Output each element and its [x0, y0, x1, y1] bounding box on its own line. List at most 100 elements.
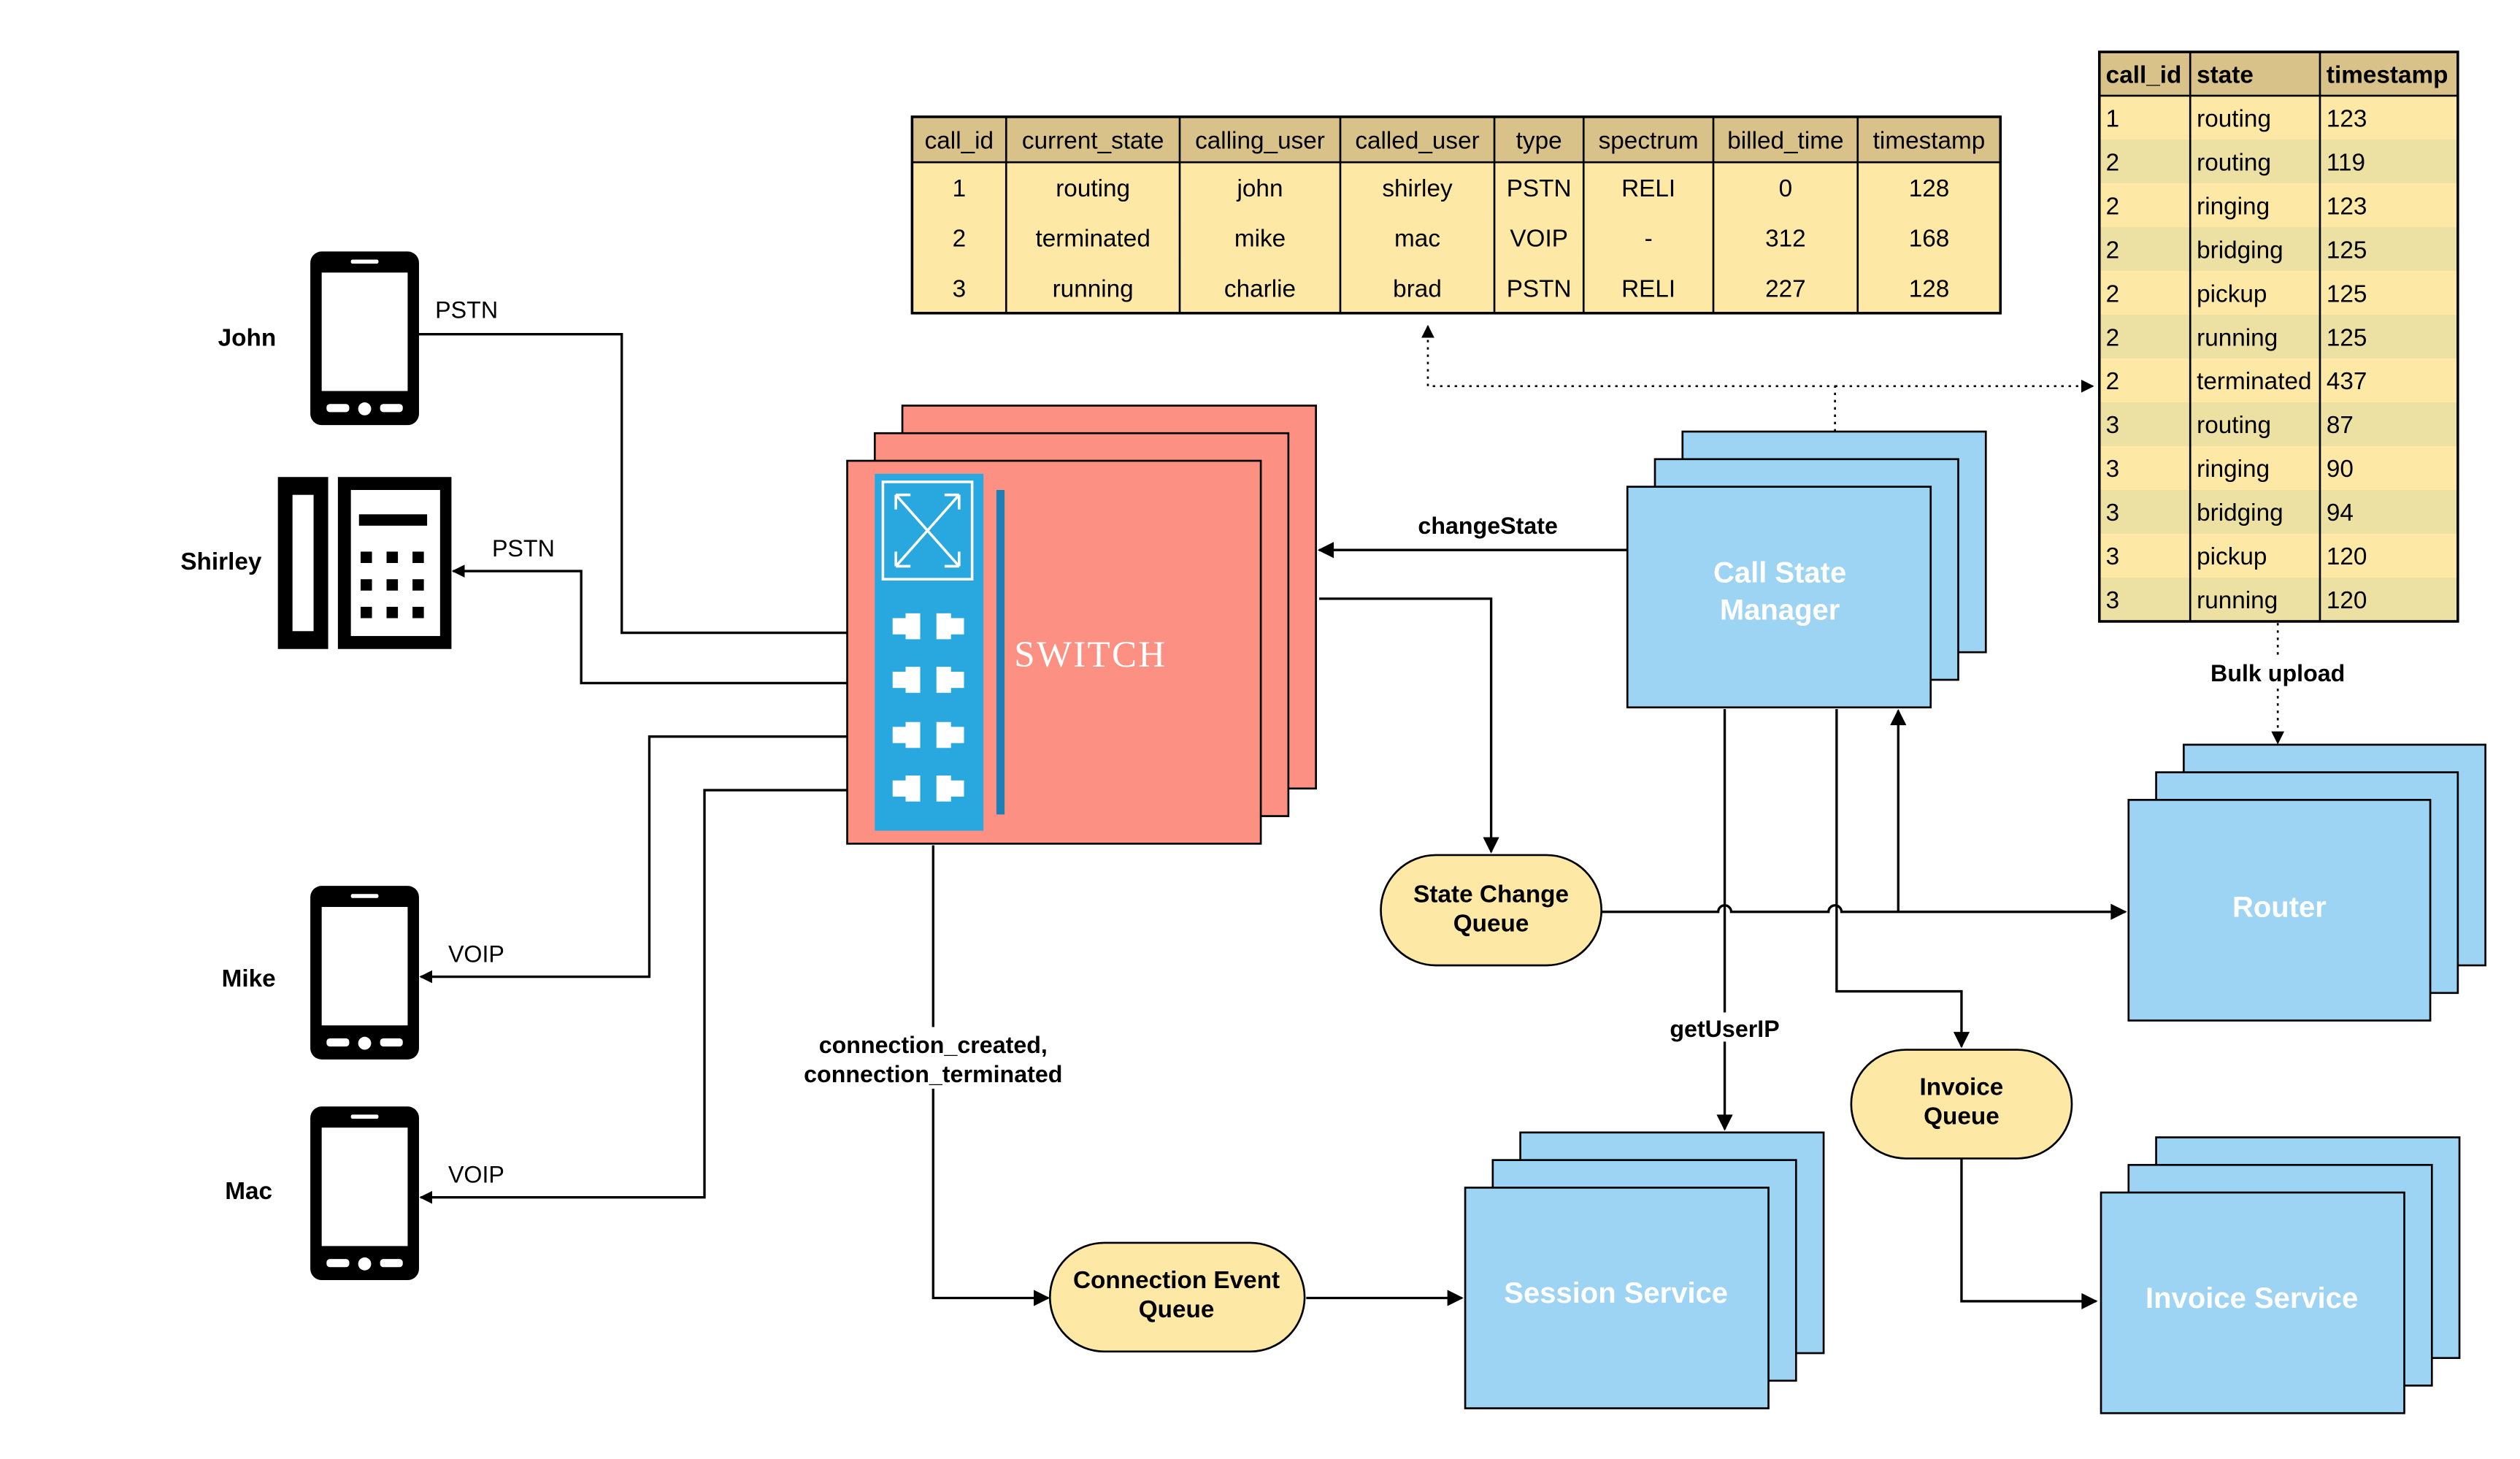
call-states-table-cell: 125 [2327, 237, 2367, 264]
phone-user-label: John [218, 324, 277, 351]
calls-table-cell: john [1237, 175, 1283, 202]
call-states-table-cell: 125 [2327, 324, 2367, 351]
connection-events-label: connection_created, [819, 1032, 1048, 1058]
calls-table-cell: charlie [1224, 276, 1296, 303]
table-row [2099, 96, 2458, 140]
phone-link-label: PSTN [435, 296, 498, 323]
bulk-upload-label: Bulk upload [2210, 660, 2345, 686]
connection-events-label: connection_terminated [804, 1061, 1062, 1087]
calls-table-cell: - [1645, 226, 1653, 253]
call-states-table-cell: 3 [2106, 499, 2120, 526]
edge-switch-to-state-queue [1319, 597, 1499, 854]
connectors [418, 333, 2127, 1310]
table-header-cell: call_id [2106, 61, 2182, 88]
calls-table-cell: RELI [1621, 276, 1675, 303]
smartphone-icon [310, 1106, 419, 1281]
call-states-table-cell: 1 [2106, 105, 2120, 132]
calls-table-cell: 1 [953, 175, 967, 202]
calls-table-cell: RELI [1621, 175, 1675, 202]
call-states-table-cell: running [2197, 587, 2278, 614]
edge-csm-to-tables [1421, 324, 1836, 432]
smartphone-icon [310, 251, 419, 426]
table-row [2099, 183, 2458, 228]
connection-event-queue-label: Queue [1139, 1296, 1215, 1323]
call-states-table-cell: 2 [2106, 324, 2120, 351]
call-states-table-cell: 3 [2106, 543, 2120, 570]
call-states-table-cell: 3 [2106, 412, 2120, 439]
invoice-queue: Invoice Queue [1850, 1049, 2073, 1160]
calls-table-cell: mike [1234, 226, 1286, 253]
desk-phone-icon [277, 477, 452, 649]
table-header-row [912, 116, 2001, 163]
edge-switch-to-mike [419, 735, 877, 984]
calls-table-cell: 312 [1765, 226, 1806, 253]
router-node: Router [2127, 743, 2486, 1022]
table-row [2099, 139, 2458, 184]
invoice-service-node: Invoice Service [2100, 1136, 2461, 1414]
calls-table-cell: 128 [1909, 276, 1950, 303]
phone-user-label: Mac [225, 1178, 272, 1205]
table-header-cell: current_state [1022, 127, 1164, 154]
call-states-table-cell: pickup [2197, 543, 2267, 570]
call-states-table-cell: 87 [2327, 412, 2354, 439]
table-header-cell: billed_time [1727, 127, 1843, 154]
call-states-table-cell: bridging [2197, 237, 2283, 264]
switch-node: SWITCH [846, 405, 1317, 845]
change-state-label: changeState [1418, 513, 1558, 539]
call-states-table-cell: 120 [2327, 587, 2367, 614]
table-row [2099, 227, 2458, 272]
table-header-cell: called_user [1355, 127, 1479, 154]
table-row [2099, 315, 2458, 359]
calls-table-cell: 128 [1909, 175, 1950, 202]
phone-user-label: Mike [222, 965, 276, 992]
table-row [2099, 577, 2458, 621]
state-change-queue-label: Queue [1453, 910, 1529, 937]
switch-label: SWITCH [1014, 634, 1167, 675]
connection-event-queue: Connection Event Queue [1048, 1241, 1306, 1353]
invoice-queue-label: Invoice [1920, 1074, 2004, 1101]
phone-link-label: PSTN [492, 535, 555, 562]
router-label: Router [2232, 891, 2327, 923]
call-states-table-cell: 119 [2327, 149, 2365, 176]
table-border [910, 115, 2002, 315]
call-states-table-cell: pickup [2197, 280, 2267, 307]
table-header-cell: spectrum [1599, 127, 1699, 154]
invoice-queue-label: Queue [1924, 1103, 2000, 1130]
edge-john-to-switch [418, 333, 878, 640]
edge-invoice-queue-to-service [1960, 1158, 2098, 1310]
call-states-table-cell: 90 [2327, 456, 2354, 483]
calls-table-cell: 3 [953, 276, 967, 303]
edge-switch-to-shirley [451, 564, 877, 685]
table-row [2099, 402, 2458, 447]
call-states-table-cell: 3 [2106, 587, 2120, 614]
calls-table-cell: PSTN [1507, 175, 1572, 202]
calls-table-cell: brad [1393, 276, 1442, 303]
table-row [2099, 446, 2458, 490]
call-states-table-cell: terminated [2197, 368, 2311, 395]
calls-table-cell: 0 [1779, 175, 1793, 202]
call-state-manager-node: Call State Manager [1626, 430, 1987, 709]
table-row [2099, 533, 2458, 578]
edge-state-queue-to-router [1601, 903, 2127, 920]
table-row [2099, 489, 2458, 534]
edge-switch-to-mac [419, 789, 877, 1204]
call-states-table-cell: 123 [2327, 193, 2367, 220]
call-states-table-cell: 120 [2327, 543, 2367, 570]
phone-link-label: VOIP [448, 1162, 504, 1188]
call-states-table-cell: routing [2197, 105, 2271, 132]
calls-table-cell: 168 [1909, 226, 1950, 253]
calls-table-cell: running [1053, 276, 1134, 303]
table-row [912, 262, 2001, 313]
call-states-table-cell: bridging [2197, 499, 2283, 526]
session-service-node: Session Service [1464, 1131, 1825, 1409]
call-states-table-cell: 2 [2106, 193, 2120, 220]
table-row [912, 162, 2001, 213]
switch-crossover-icon [881, 480, 974, 581]
call-states-table-cell: routing [2197, 149, 2271, 176]
table-row [2099, 271, 2458, 315]
call-states-table-cell: 437 [2327, 368, 2367, 395]
call-state-manager-label: Manager [1720, 594, 1840, 627]
